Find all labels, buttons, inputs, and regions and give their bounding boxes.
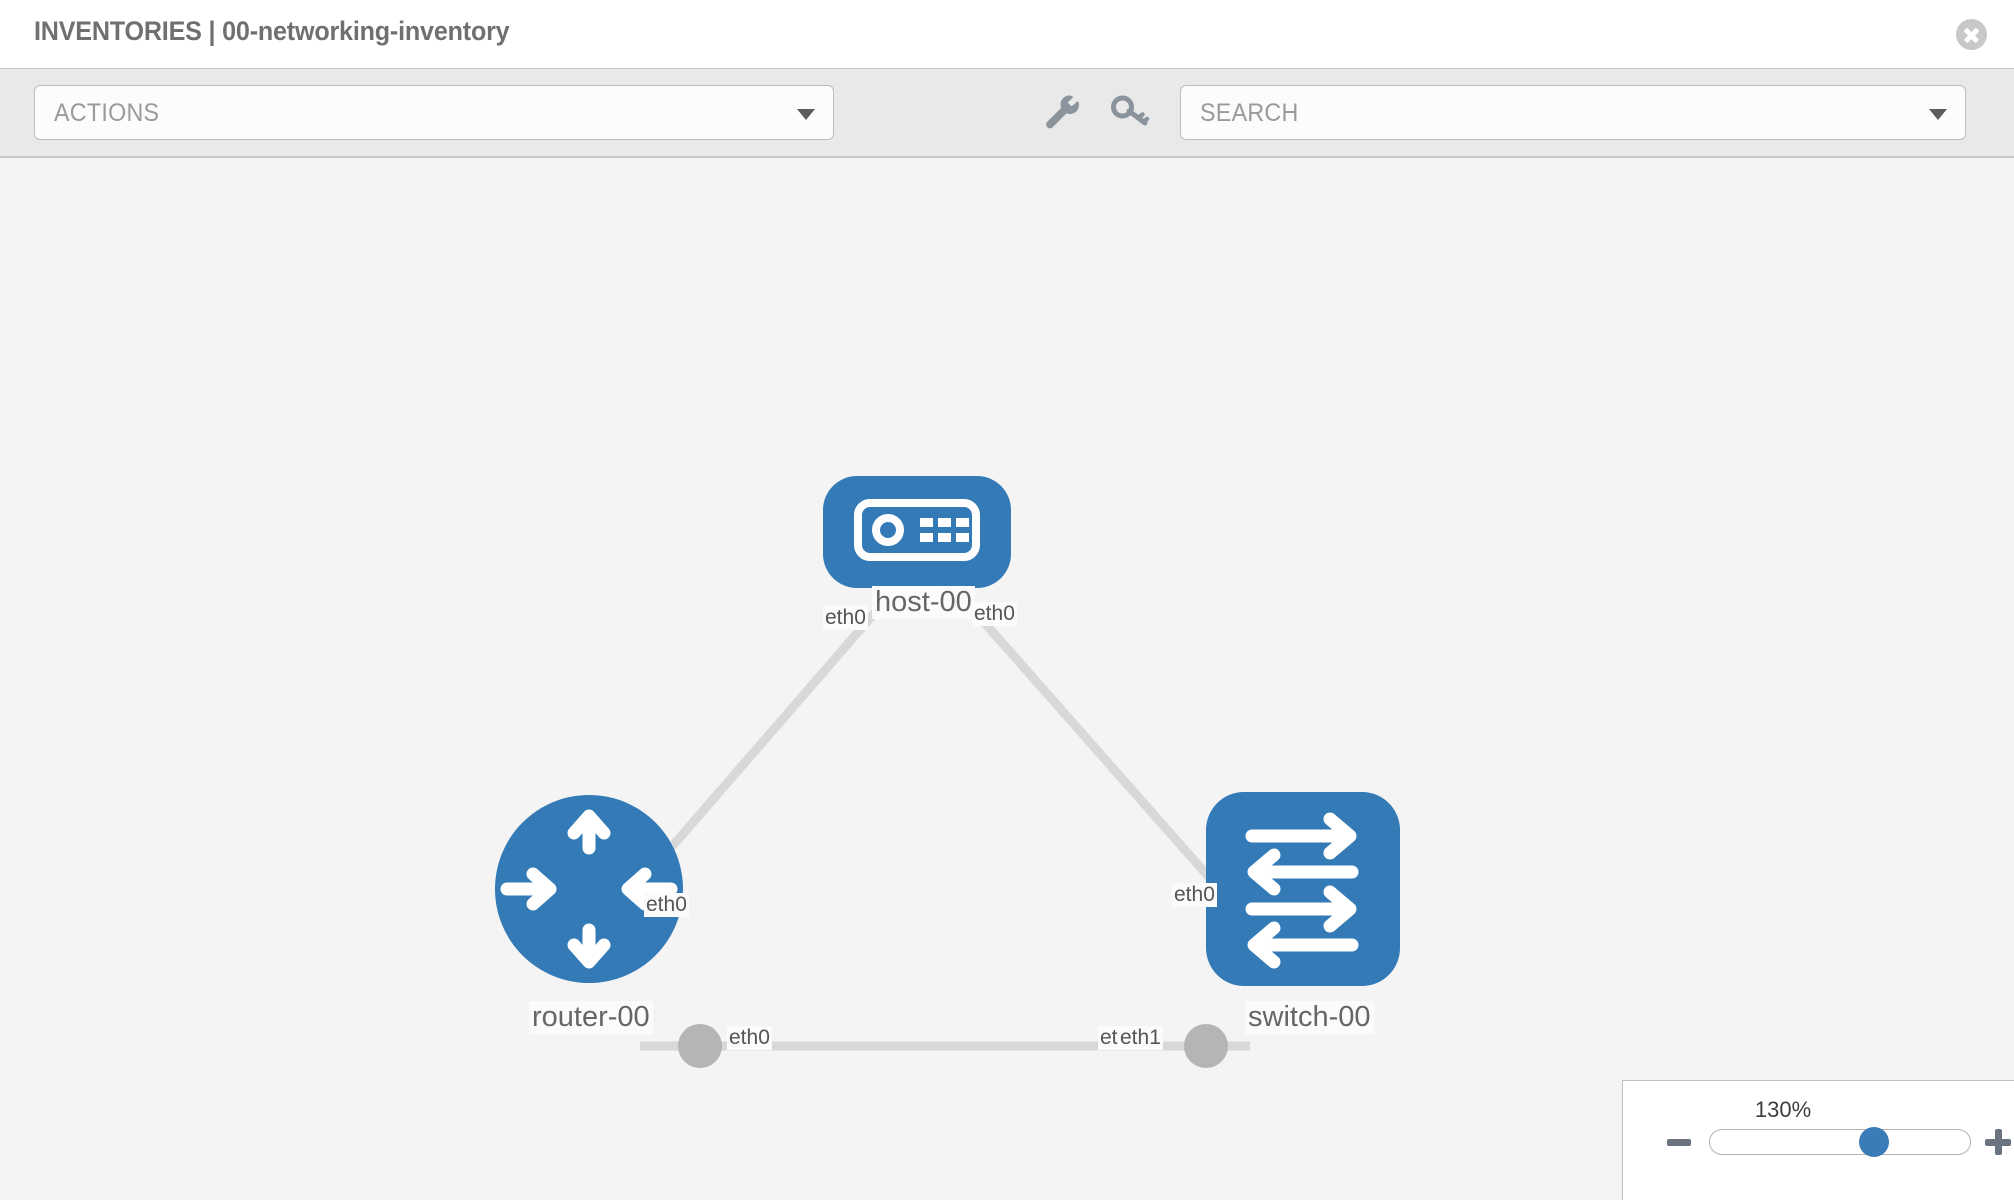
topology-graph — [495, 476, 1400, 1068]
node-label-host-00: host-00 — [872, 586, 975, 619]
node-label-router-00: router-00 — [529, 1001, 653, 1034]
iface-label-router-up: eth0 — [644, 893, 689, 917]
zoom-slider-track[interactable] — [1709, 1129, 1971, 1155]
connector-switch-left — [1184, 1024, 1228, 1068]
iface-label-switch-eth1: eth1 — [1118, 1026, 1163, 1050]
zoom-control-panel: 130% — [1622, 1080, 2014, 1200]
page-title: INVENTORIES | 00-networking-inventory — [34, 16, 510, 46]
wrench-icon[interactable] — [1041, 91, 1083, 133]
topology-connectors — [678, 558, 1262, 1068]
zoom-percent-label: 130% — [1754, 1097, 1812, 1122]
iface-label-router-eth0: eth0 — [727, 1026, 772, 1050]
toolbar: ACTIONS SEARCH — [0, 68, 2014, 158]
search-input[interactable]: SEARCH — [1180, 85, 1966, 140]
topology-links — [606, 575, 1250, 1051]
key-icon[interactable] — [1109, 91, 1151, 133]
chevron-down-icon — [797, 109, 815, 120]
link-host-switch — [941, 575, 1249, 921]
zoom-slider-thumb[interactable] — [1859, 1127, 1889, 1157]
close-icon[interactable] — [1956, 19, 1987, 50]
iface-label-switch-up: eth0 — [1172, 883, 1217, 907]
zoom-out-button[interactable] — [1667, 1139, 1691, 1146]
node-host-00 — [823, 476, 1011, 588]
zoom-in-button[interactable] — [1985, 1129, 2011, 1155]
actions-dropdown-label: ACTIONS — [54, 99, 160, 127]
node-switch-00 — [1206, 792, 1400, 986]
topology-canvas[interactable]: host-00 router-00 switch-00 eth0 eth0 et… — [0, 158, 2014, 1200]
connector-router-right — [678, 1024, 722, 1068]
iface-label-host-right: eth0 — [972, 602, 1017, 626]
actions-dropdown[interactable]: ACTIONS — [34, 85, 834, 140]
title-bar: INVENTORIES | 00-networking-inventory — [0, 0, 2014, 68]
iface-label-host-left: eth0 — [823, 606, 868, 630]
search-placeholder: SEARCH — [1200, 99, 1299, 127]
node-router-00 — [495, 795, 683, 983]
node-label-switch-00: switch-00 — [1245, 1001, 1374, 1034]
chevron-down-icon[interactable] — [1929, 109, 1947, 120]
